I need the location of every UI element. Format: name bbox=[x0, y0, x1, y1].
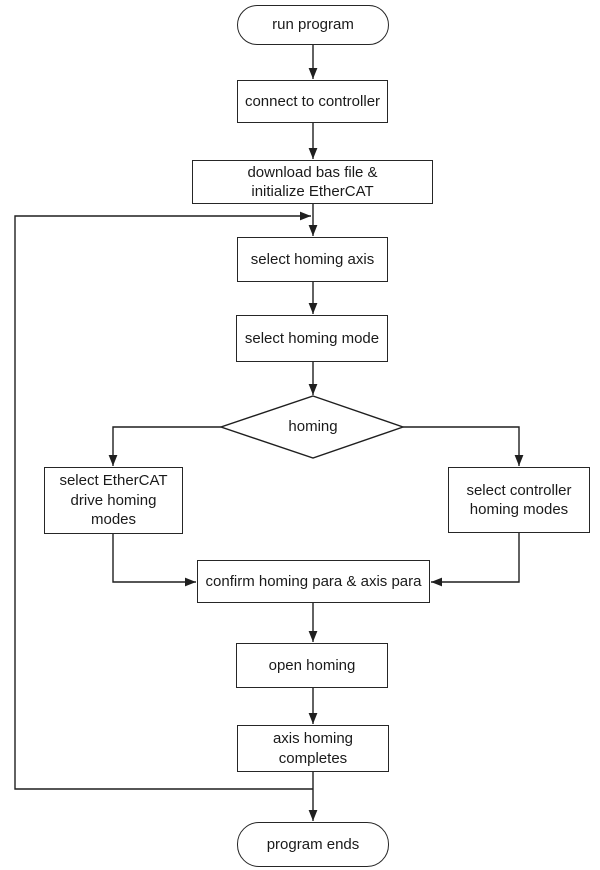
arrow-decision-to-controller-modes bbox=[403, 426, 524, 466]
process-select-homing-axis: select homing axis bbox=[237, 237, 388, 282]
arrow-controller-modes-to-confirm bbox=[431, 533, 520, 587]
process-confirm-homing-axis-para: confirm homing para & axis para bbox=[197, 560, 430, 603]
process-select-ethercat-drive-homing-modes: select EtherCAT drive homing modes bbox=[44, 467, 183, 534]
arrow-decision-to-ethercat-drive bbox=[108, 426, 221, 466]
terminator-program-ends: program ends bbox=[237, 822, 389, 867]
decision-homing-label: homing bbox=[288, 418, 338, 436]
arrow-ethercat-drive-to-confirm bbox=[112, 534, 196, 587]
terminator-run-program: run program bbox=[237, 5, 389, 45]
process-select-controller-homing-modes: select controller homing modes bbox=[448, 467, 590, 533]
process-axis-homing-completes: axis homing completes bbox=[237, 725, 389, 772]
loopback-line-completes-to-select-axis bbox=[14, 211, 313, 790]
decision-diamond-shape bbox=[218, 395, 406, 459]
process-open-homing: open homing bbox=[236, 643, 388, 688]
process-connect-to-controller: connect to controller bbox=[237, 80, 388, 123]
process-select-homing-mode: select homing mode bbox=[236, 315, 388, 362]
process-download-bas-init-ethercat: download bas file & initialize EtherCAT bbox=[192, 160, 433, 204]
